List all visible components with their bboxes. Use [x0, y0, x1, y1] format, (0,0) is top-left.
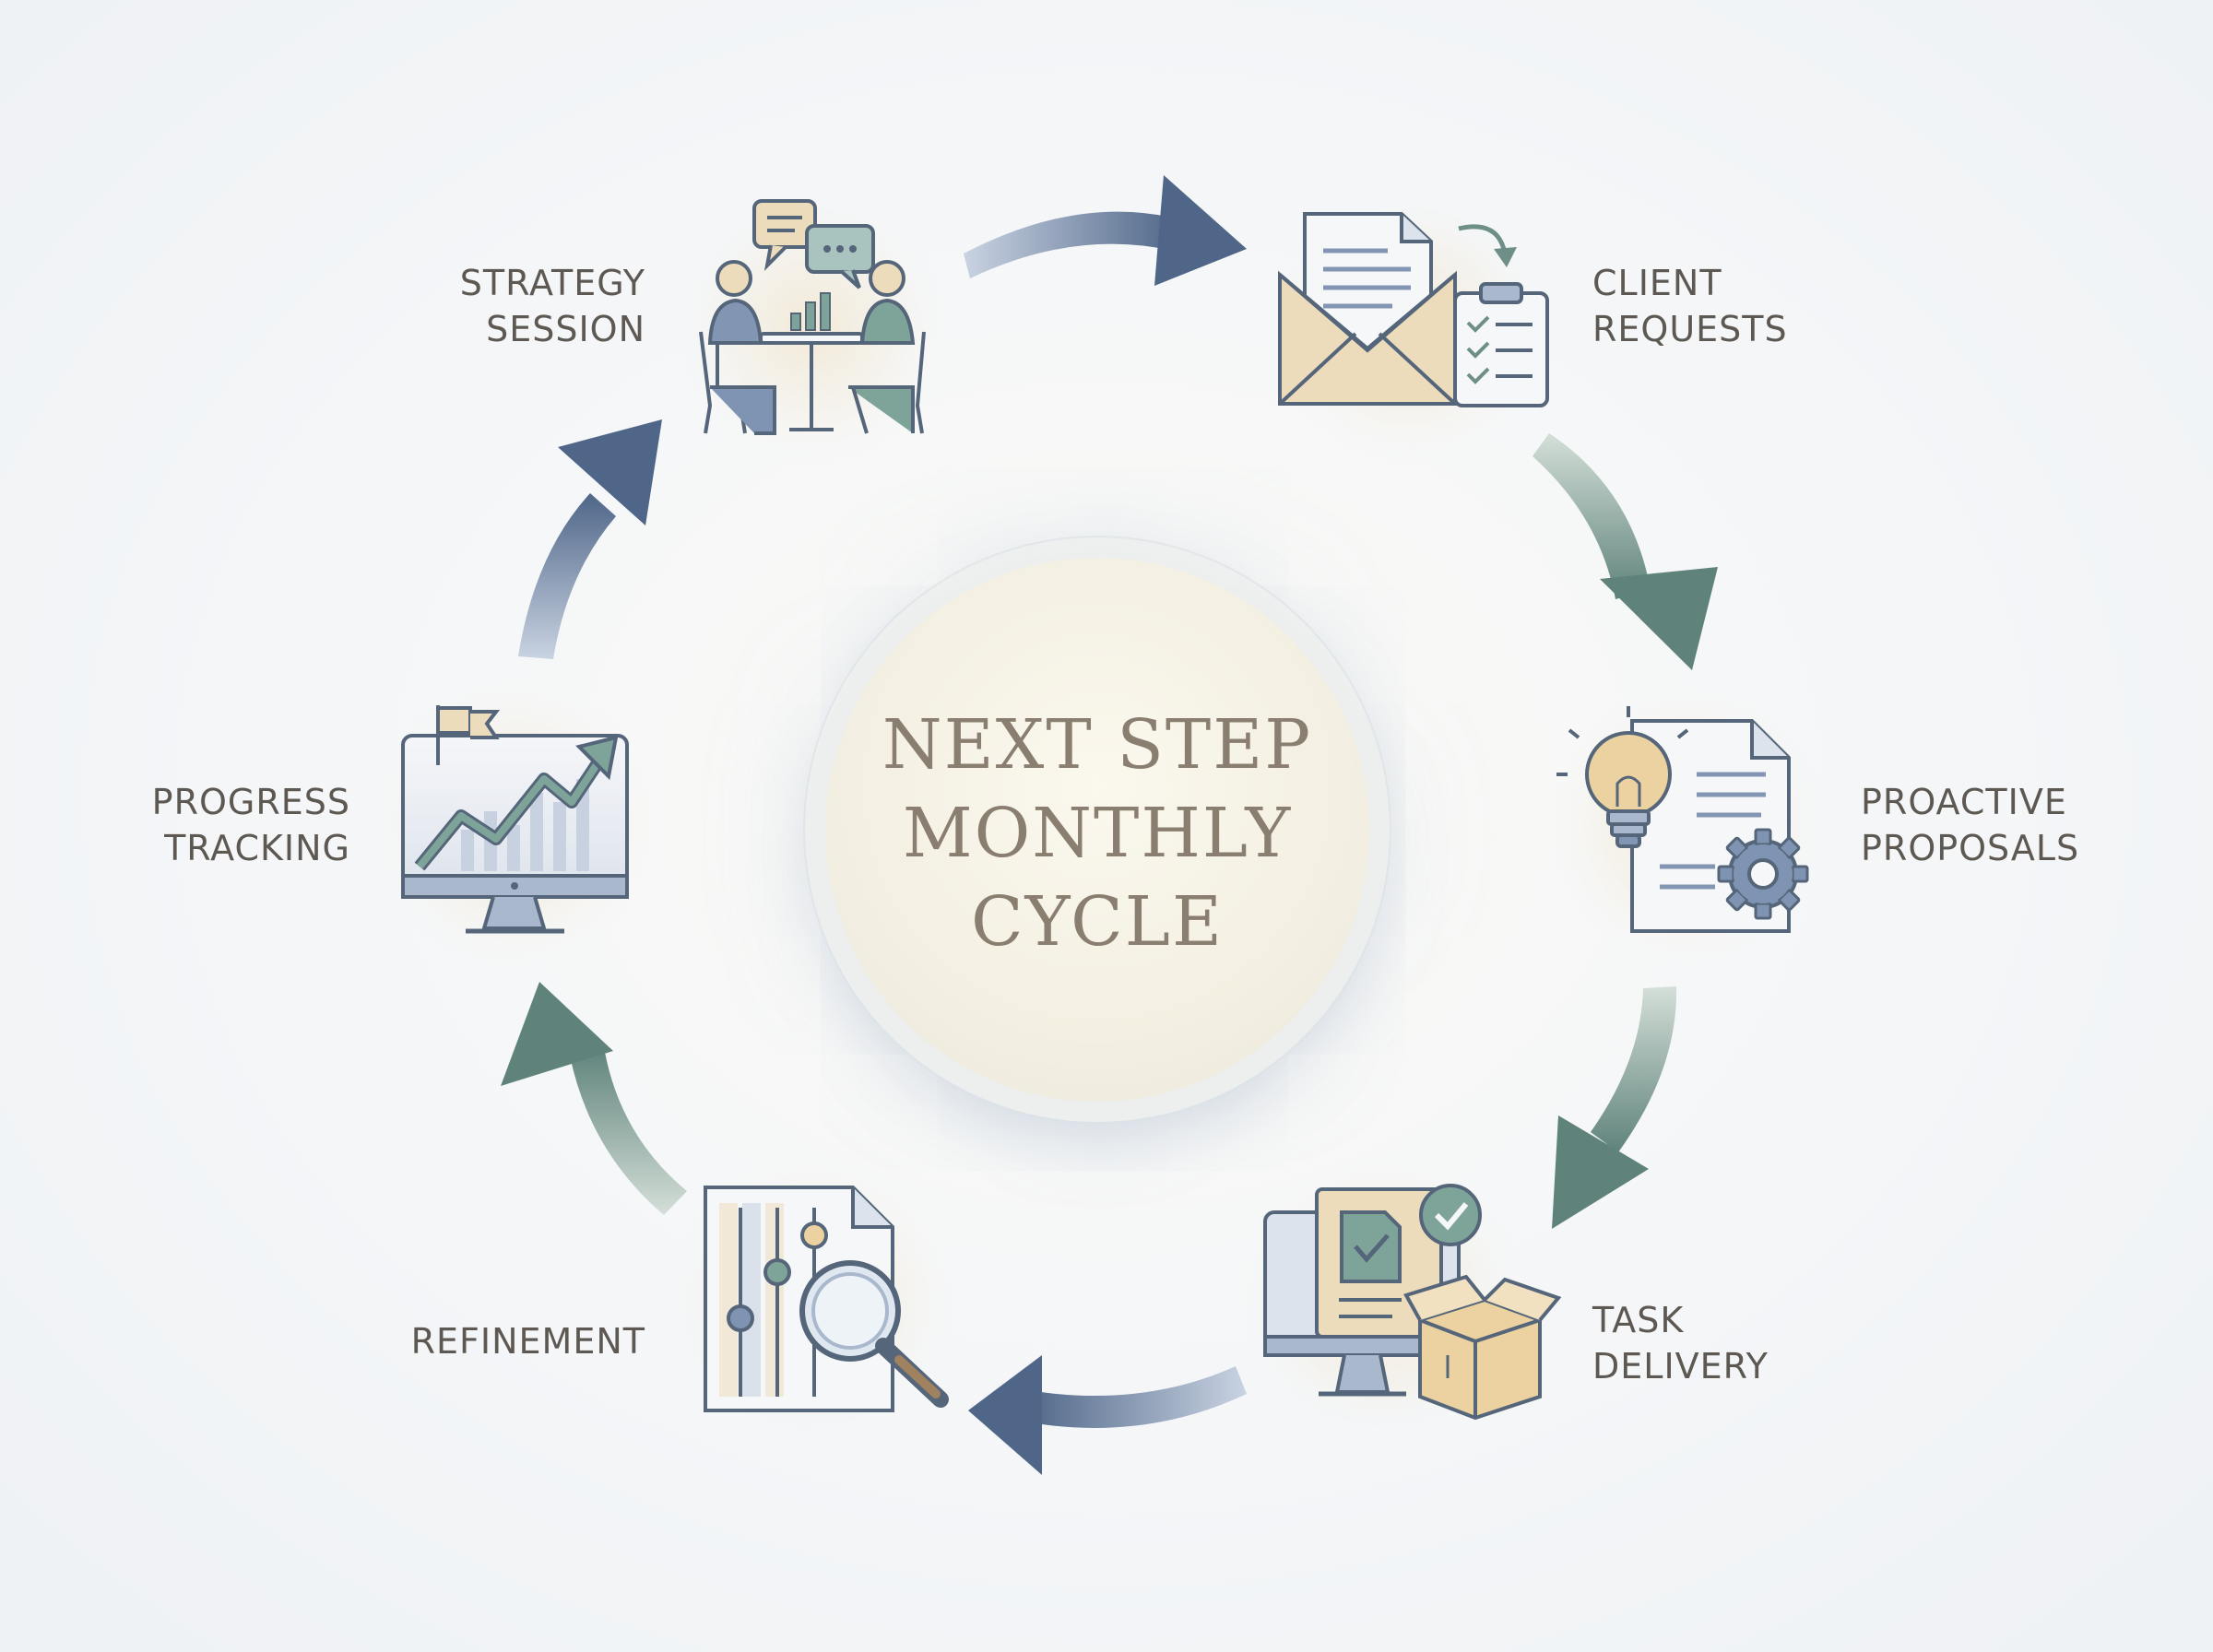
- arrow-refinement-to-progress: [501, 982, 687, 1215]
- center-title-line2: MONTHLY: [902, 794, 1293, 873]
- arrow-progress-to-strategy: [518, 419, 662, 659]
- step-label-line: REFINEMENT: [410, 1321, 645, 1362]
- step-label-line: CLIENT: [1592, 263, 1722, 303]
- step-label-line: PROACTIVE: [1861, 782, 2067, 822]
- step-label-proactive-proposals: PROACTIVE PROPOSALS: [1861, 779, 2174, 871]
- step-label-line: SESSION: [486, 309, 645, 349]
- arrow-strategy-to-client: [964, 175, 1247, 286]
- monitor-growth-chart-icon: [364, 676, 659, 971]
- step-label-line: PROGRESS: [151, 782, 350, 822]
- step-label-line: STRATEGY: [459, 263, 645, 303]
- step-label-progress-tracking: PROGRESS TRACKING: [101, 779, 350, 871]
- arrow-proactive-to-task: [1552, 986, 1677, 1229]
- step-label-line: PROPOSALS: [1861, 828, 2080, 868]
- step-label-line: DELIVERY: [1592, 1346, 1769, 1386]
- monitor-package-check-icon: [1236, 1152, 1562, 1447]
- center-circle: NEXT STEP MONTHLY CYCLE: [825, 558, 1369, 1102]
- lightbulb-document-gear-icon: [1544, 682, 1830, 968]
- step-label-task-delivery: TASK DELIVERY: [1592, 1297, 1888, 1389]
- step-label-line: TRACKING: [164, 828, 350, 868]
- step-label-strategy-session: STRATEGY SESSION: [420, 260, 645, 352]
- arrow-task-to-refinement: [968, 1355, 1247, 1475]
- center-title: NEXT STEP MONTHLY CYCLE: [858, 701, 1337, 966]
- step-label-line: TASK: [1592, 1300, 1685, 1340]
- step-label-client-requests: CLIENT REQUESTS: [1592, 260, 1906, 352]
- document-sliders-magnifier-icon: [664, 1152, 959, 1447]
- meeting-icon: [673, 189, 950, 466]
- step-label-line: REQUESTS: [1592, 309, 1788, 349]
- envelope-clipboard-icon: [1272, 189, 1549, 466]
- arrow-client-to-proactive: [1533, 433, 1718, 670]
- center-title-line3: CYCLE: [971, 882, 1224, 962]
- step-label-refinement: REFINEMENT: [350, 1318, 645, 1364]
- center-title-line1: NEXT STEP: [882, 705, 1313, 785]
